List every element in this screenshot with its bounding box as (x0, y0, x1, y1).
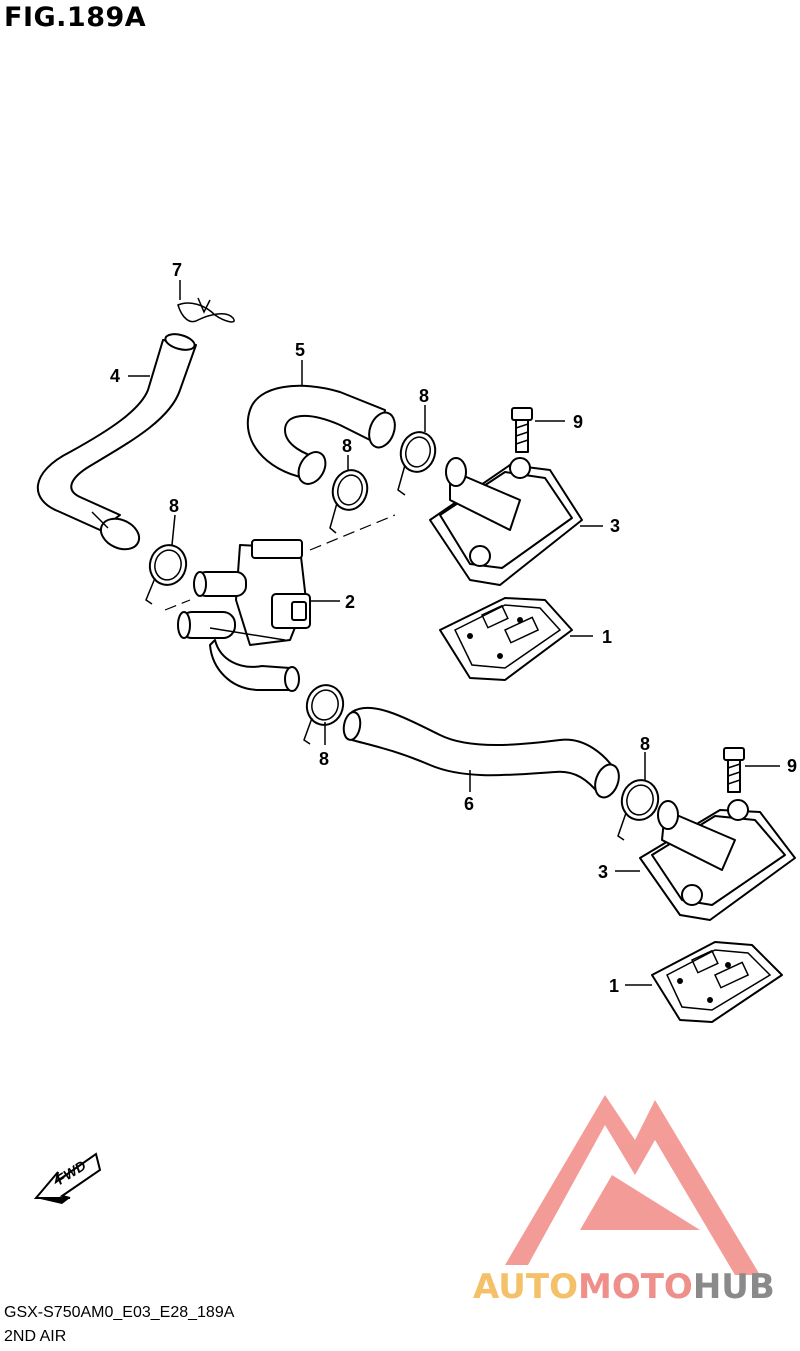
part-3-cover[interactable] (639, 799, 796, 921)
callout-9: 9 (787, 756, 797, 776)
part-8-clamp[interactable] (328, 466, 371, 534)
part-3-cover[interactable] (429, 457, 583, 586)
callout-2: 2 (345, 592, 355, 612)
callout-6: 6 (464, 794, 474, 814)
watermark-logo (505, 1095, 760, 1275)
leader-lines (128, 280, 780, 986)
callout-7: 7 (172, 260, 182, 280)
part-5-hose[interactable] (246, 384, 400, 489)
callout-8: 8 (342, 436, 352, 456)
part-9-bolt[interactable] (723, 747, 745, 793)
part-4-hose[interactable] (36, 331, 197, 555)
callout-3: 3 (610, 516, 620, 536)
callout-1: 1 (609, 976, 619, 996)
part-9-bolt[interactable] (511, 407, 533, 453)
fwd-arrow-icon: FWD (33, 1152, 102, 1204)
callout-4: 4 (110, 366, 120, 386)
part-6-hose[interactable] (342, 706, 623, 801)
figure-title: FIG.189A (4, 2, 147, 33)
callout-3: 3 (598, 862, 608, 882)
part-7-clip[interactable] (177, 297, 235, 323)
callout-8: 8 (319, 749, 329, 769)
callout-8: 8 (419, 386, 429, 406)
callout-8: 8 (640, 734, 650, 754)
part-2-valve[interactable] (177, 539, 311, 692)
part-8-clamp[interactable] (617, 776, 662, 841)
callout-1: 1 (602, 627, 612, 647)
part-1-reed[interactable] (651, 941, 783, 1023)
watermark-text: AUTOMOTOHUB (473, 1267, 775, 1307)
callout-5: 5 (295, 340, 305, 360)
callout-8: 8 (169, 496, 179, 516)
part-1-reed[interactable] (439, 597, 573, 681)
part-8-clamp[interactable] (145, 541, 190, 605)
figure-caption: 2ND AIR (4, 1328, 67, 1345)
callout-9: 9 (573, 412, 583, 432)
part-8-clamp[interactable] (302, 681, 347, 745)
figure-code: GSX-S750AM0_E03_E28_189A (4, 1304, 235, 1321)
part-8-clamp[interactable] (396, 428, 439, 496)
